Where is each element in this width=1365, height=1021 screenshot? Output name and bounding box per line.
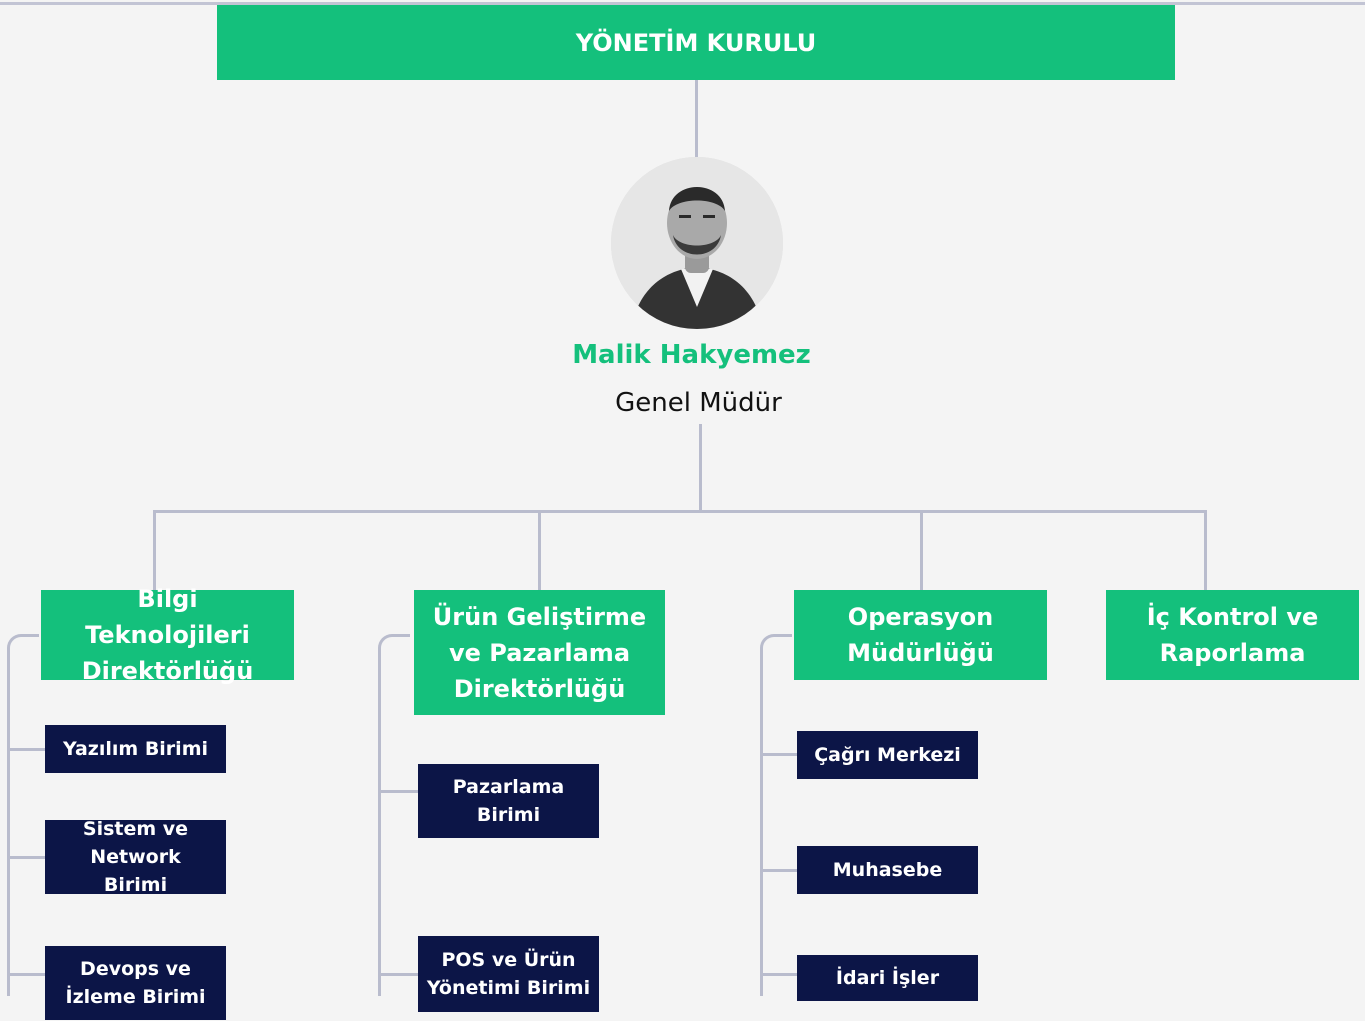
board-title: YÖNETİM KURULU: [575, 28, 817, 57]
column-3-tick-1: [760, 753, 797, 756]
column-1-tick-3: [7, 973, 45, 976]
directorate-bilgi-teknolojileri: Bilgi Teknolojileri Direktörlüğü: [41, 585, 294, 685]
unit-muhasebe: Muhasebe: [797, 846, 978, 894]
directorate-ic-kontrol: İç Kontrol ve Raporlama: [1106, 590, 1359, 680]
column-2-connector: [378, 634, 410, 996]
connector-drop-4: [1204, 510, 1207, 590]
column-1-connector: [7, 634, 39, 996]
unit-idari-isler: İdari İşler: [797, 955, 978, 1001]
ceo-title: Genel Müdür: [615, 388, 782, 418]
unit-yazilim: Yazılım Birimi: [45, 725, 226, 773]
ceo-name: Malik Hakyemez: [572, 340, 811, 370]
unit-sistem-network: Sistem ve Network Birimi: [45, 818, 226, 896]
column-2-tick-1: [378, 790, 418, 793]
column-1-tick-1: [7, 748, 45, 751]
connector-board-ceo: [695, 80, 698, 158]
directorate-urun-gelistirme: Ürün Geliştirme ve Pazarlama Direktörlüğ…: [414, 590, 665, 715]
column-3-tick-2: [760, 869, 797, 872]
top-divider: [0, 2, 1365, 5]
board-box: YÖNETİM KURULU: [217, 5, 1175, 80]
unit-pazarlama: Pazarlama Birimi: [418, 764, 599, 838]
connector-bus: [153, 510, 1207, 513]
directorate-operasyon: Operasyon Müdürlüğü: [794, 590, 1047, 680]
ceo-avatar: [611, 157, 783, 329]
unit-devops: Devops ve İzleme Birimi: [45, 946, 226, 1020]
column-3-connector: [760, 634, 792, 996]
column-3-tick-3: [760, 973, 797, 976]
connector-drop-1: [153, 510, 156, 590]
connector-drop-3: [920, 510, 923, 590]
column-2-tick-2: [378, 973, 418, 976]
person-portrait-icon: [611, 157, 783, 329]
connector-drop-2: [538, 510, 541, 590]
connector-ceo-bus: [699, 424, 702, 511]
unit-cagri-merkezi: Çağrı Merkezi: [797, 731, 978, 779]
column-1-tick-2: [7, 856, 45, 859]
unit-pos-urun-yonetimi: POS ve Ürün Yönetimi Birimi: [418, 936, 599, 1012]
